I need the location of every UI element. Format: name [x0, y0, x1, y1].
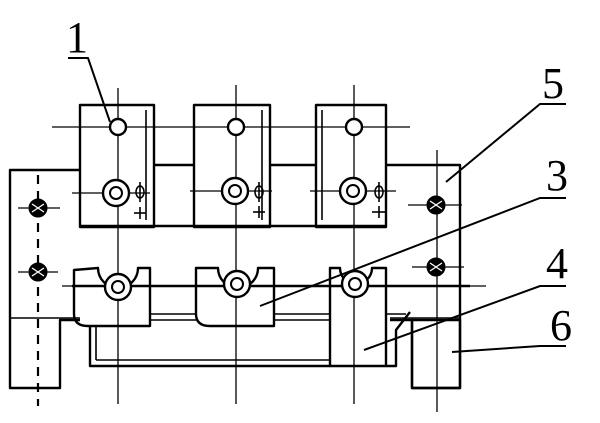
base-tray — [88, 311, 411, 368]
callout-5: 5 — [542, 59, 564, 108]
top-block-right — [314, 103, 388, 229]
pin-marks — [134, 182, 386, 219]
leader-lines — [68, 57, 566, 353]
top-block-left — [78, 103, 156, 229]
callout-1: 1 — [66, 13, 88, 62]
callout-6: 6 — [550, 301, 572, 350]
bottom-block-left — [72, 266, 152, 328]
centerlines — [18, 85, 486, 412]
right-foot — [410, 318, 462, 390]
callout-3: 3 — [546, 151, 568, 200]
top-bolts — [101, 176, 368, 208]
top-block-middle — [192, 103, 272, 229]
bottom-bolts — [103, 269, 370, 302]
top-holes — [108, 117, 364, 137]
middle-strip — [150, 313, 406, 321]
bottom-block-middle — [194, 266, 276, 328]
callout-4: 4 — [546, 239, 568, 288]
frame-nuts — [28, 195, 446, 282]
